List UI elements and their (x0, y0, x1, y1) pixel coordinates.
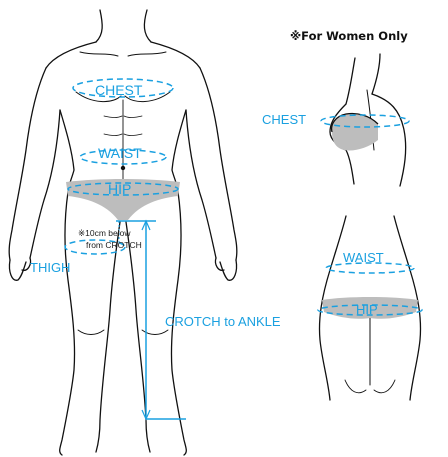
male-arm-right-outer (200, 68, 237, 260)
hip-label-female: HIP (356, 302, 378, 317)
thigh-note-line1: ※10cm below (78, 228, 131, 238)
waist-label-male: WAIST (98, 145, 142, 161)
hip-label-male: HIP (108, 181, 131, 197)
male-leg-left-outer (60, 192, 75, 455)
male-shoulder-left (46, 42, 96, 68)
male-arm-left-inner (30, 110, 60, 258)
male-leg-left-inner (96, 222, 120, 452)
male-arm-left-outer (9, 68, 46, 260)
waist-label-female: WAIST (343, 250, 384, 265)
male-arm-right-inner (186, 110, 216, 258)
male-torso-left (60, 110, 74, 192)
male-hand-left (9, 258, 30, 280)
chest-label-female: CHEST (262, 112, 306, 127)
thigh-label: THIGH (30, 260, 70, 275)
crotch-to-ankle-label: CROTCH to ANKLE (165, 314, 281, 329)
male-neck-right (144, 10, 151, 42)
male-shoulder-right (151, 42, 200, 68)
thigh-note-line2: from CROTCH (86, 240, 142, 250)
male-hand-right (215, 258, 236, 280)
male-neck-left (96, 10, 102, 42)
chest-label-male: CHEST (95, 82, 143, 98)
male-torso-right (172, 110, 186, 192)
